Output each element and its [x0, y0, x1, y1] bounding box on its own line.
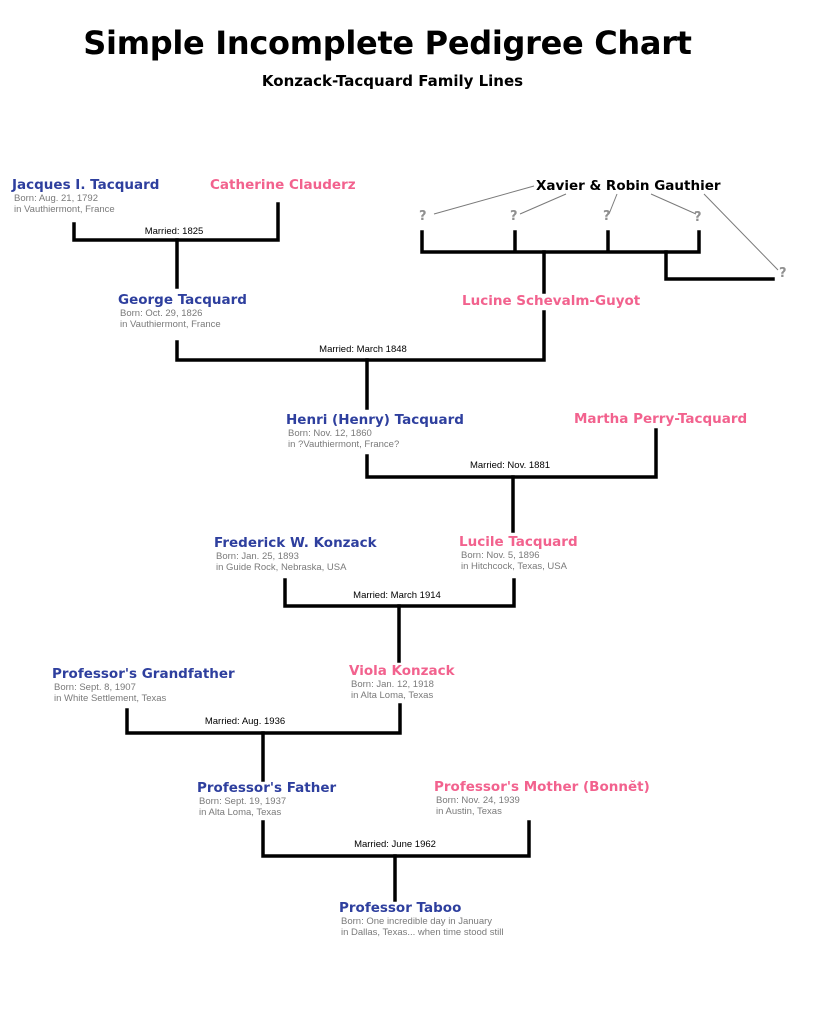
person-place: in Vauthiermont, France	[120, 319, 221, 330]
person-martha-perry-tacquard: Martha Perry-Tacquard	[574, 411, 747, 427]
person-born: Born: One incredible day in January	[341, 916, 493, 927]
unknown-child-marker: ?	[779, 266, 787, 281]
pointer-line	[433, 185, 535, 215]
person-lucine-schevalm-guyot: Lucine Schevalm-Guyot	[462, 293, 640, 309]
unknown-child-marker: ?	[603, 209, 611, 224]
person-professors-grandfather: Professor's Grandfather Born: Sept. 8, 1…	[52, 666, 235, 704]
chart-title: Simple Incomplete Pedigree Chart	[83, 24, 692, 62]
person-viola-konzack: Viola Konzack Born: Jan. 12, 1918 in Alt…	[349, 663, 455, 701]
pointer-line	[703, 193, 779, 271]
person-born: Born: Nov. 12, 1860	[288, 428, 372, 439]
person-place: in Guide Rock, Nebraska, USA	[216, 562, 347, 573]
pointer-line	[650, 193, 697, 215]
marriage-label-1881: Married: Nov. 1881	[467, 460, 553, 471]
marriage-label-1936: Married: Aug. 1936	[202, 716, 288, 727]
person-george-tacquard: George Tacquard Born: Oct. 29, 1826 in V…	[118, 292, 247, 330]
person-professors-father: Professor's Father Born: Sept. 19, 1937 …	[197, 780, 336, 818]
person-place: in Austin, Texas	[436, 806, 502, 817]
sibling-extra-gauthier	[664, 250, 775, 281]
marriage-label-1962: Married: June 1962	[352, 839, 438, 850]
person-henri-tacquard: Henri (Henry) Tacquard Born: Nov. 12, 18…	[286, 412, 464, 450]
person-born: Born: Oct. 29, 1826	[120, 308, 203, 319]
sibling-line-gauthier	[420, 230, 701, 254]
person-born: Born: Sept. 8, 1907	[54, 682, 136, 693]
person-name: George Tacquard	[118, 292, 247, 308]
person-catherine-clauderz: Catherine Clauderz	[210, 177, 356, 193]
person-born: Born: Aug. 21, 1792	[14, 193, 98, 204]
marriage-label-1825: Married: 1825	[142, 226, 206, 237]
person-place: in Vauthiermont, France	[14, 204, 115, 215]
person-name: Viola Konzack	[349, 663, 455, 679]
person-place: in Dallas, Texas... when time stood stil…	[341, 927, 504, 938]
person-name: Professor's Grandfather	[52, 666, 235, 682]
person-name: Professor Taboo	[339, 900, 462, 916]
person-xavier-robin-gauthier: Xavier & Robin Gauthier	[536, 178, 721, 194]
person-name: Professor's Mother (Bonnĕt)	[434, 779, 650, 795]
unknown-child-marker: ?	[510, 209, 518, 224]
person-name: Frederick W. Konzack	[214, 535, 377, 551]
person-born: Born: Jan. 25, 1893	[216, 551, 299, 562]
person-jacques-tacquard: Jacques I. Tacquard Born: Aug. 21, 1792 …	[12, 177, 159, 215]
person-born: Born: Jan. 12, 1918	[351, 679, 434, 690]
marriage-label-1914: Married: March 1914	[351, 590, 443, 601]
person-professors-mother: Professor's Mother (Bonnĕt) Born: Nov. 2…	[434, 779, 650, 817]
person-name: Henri (Henry) Tacquard	[286, 412, 464, 428]
marriage-line-1848	[175, 310, 546, 362]
person-place: in Hitchcock, Texas, USA	[461, 561, 567, 572]
pointer-line	[608, 193, 618, 215]
person-place: in Alta Loma, Texas	[199, 807, 282, 818]
person-name: Xavier & Robin Gauthier	[536, 178, 721, 194]
person-name: Professor's Father	[197, 780, 337, 796]
person-name: Lucile Tacquard	[459, 534, 578, 550]
person-professor-taboo: Professor Taboo Born: One incredible day…	[339, 900, 503, 938]
person-born: Born: Sept. 19, 1937	[199, 796, 287, 807]
person-place: in White Settlement, Texas	[54, 693, 167, 704]
marriage-label-1848: Married: March 1848	[317, 344, 409, 355]
unknown-child-marker: ?	[694, 210, 702, 225]
chart-subtitle: Konzack-Tacquard Family Lines	[261, 72, 524, 90]
person-name: Lucine Schevalm-Guyot	[462, 293, 641, 309]
pointer-line	[519, 193, 567, 215]
person-lucile-tacquard: Lucile Tacquard Born: Nov. 5, 1896 in Hi…	[459, 534, 578, 572]
person-frederick-konzack: Frederick W. Konzack Born: Jan. 25, 1893…	[214, 535, 377, 573]
person-born: Born: Nov. 24, 1939	[436, 795, 520, 806]
person-name: Catherine Clauderz	[210, 177, 356, 193]
unknown-child-marker: ?	[419, 209, 427, 224]
person-born: Born: Nov. 5, 1896	[461, 550, 540, 561]
person-place: in Alta Loma, Texas	[351, 690, 434, 701]
person-name: Jacques I. Tacquard	[12, 177, 160, 193]
person-place: in ?Vauthiermont, France?	[288, 439, 400, 450]
person-name: Martha Perry-Tacquard	[574, 411, 748, 427]
